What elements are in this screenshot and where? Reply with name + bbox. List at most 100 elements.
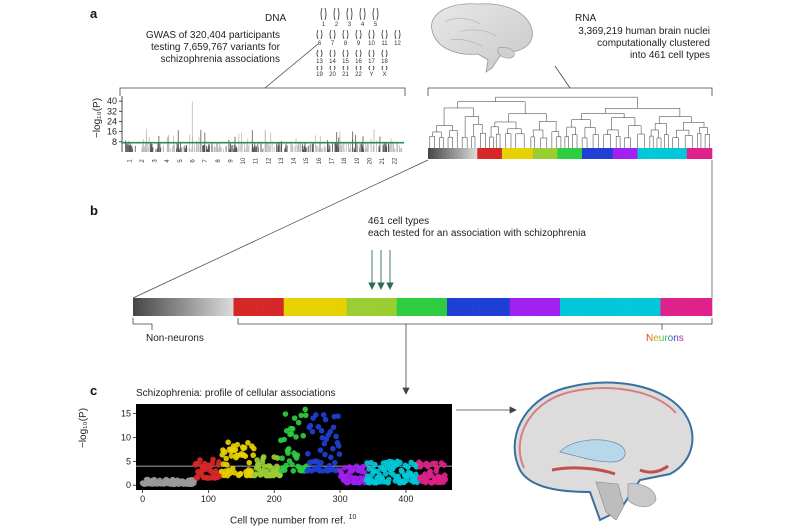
scatter-y-tick-label: 10 xyxy=(121,432,131,442)
dendrogram-branch xyxy=(571,119,591,128)
small-bar-cell xyxy=(598,148,599,159)
scatter-point xyxy=(335,443,342,449)
scatter-point xyxy=(222,449,228,455)
small-bar-cell xyxy=(466,148,468,159)
panel-c-xlabel-ref: 10 xyxy=(348,514,357,521)
small-bar-cell xyxy=(522,148,524,159)
large-bar-cell xyxy=(229,298,232,316)
large-bar-cell xyxy=(415,298,418,316)
large-bar-cell xyxy=(326,298,328,316)
large-bar-cell xyxy=(512,298,514,316)
large-bar-cell xyxy=(629,298,631,316)
large-bar-cell xyxy=(389,298,391,316)
large-bar-cell xyxy=(344,298,346,316)
chromosome-glyph xyxy=(355,65,362,71)
small-bar-cell xyxy=(549,148,551,159)
large-bar-cell xyxy=(134,298,136,316)
large-bar-cell xyxy=(141,298,144,316)
large-bar-cell xyxy=(330,298,332,316)
dna-description: GWAS of 320,404 participants testing 7,6… xyxy=(130,30,280,66)
large-bar-cell xyxy=(303,298,306,316)
large-bar-cell xyxy=(555,298,557,316)
manhattan-y-tick-label: 24 xyxy=(107,116,117,126)
dendrogram-branch xyxy=(429,136,435,142)
small-bar-cell xyxy=(610,148,612,159)
large-bar-cell xyxy=(282,298,285,316)
large-bar-cell xyxy=(369,298,371,316)
small-bar-cell xyxy=(651,148,653,159)
dendrogram-branch xyxy=(551,131,560,142)
small-bar-cell xyxy=(525,148,527,159)
large-bar-cell xyxy=(307,298,310,316)
small-bar-cell xyxy=(511,148,513,159)
large-bar-cell xyxy=(622,298,625,316)
small-bar-cell xyxy=(429,148,431,159)
scatter-point xyxy=(260,454,267,460)
small-bar-cell xyxy=(553,148,554,159)
small-bar-cell xyxy=(590,148,592,159)
small-bar-cell xyxy=(550,148,552,159)
small-bar-cell xyxy=(534,148,536,159)
large-bar-cell xyxy=(566,298,568,316)
small-bar-cell xyxy=(452,148,454,159)
panel-c-title: Schizophrenia: profile of cellular assoc… xyxy=(136,388,336,399)
large-bar-cell xyxy=(298,298,301,316)
large-bar-cell xyxy=(200,298,203,316)
small-bar-cell xyxy=(689,148,691,159)
small-bar-cell xyxy=(428,148,430,159)
dendrogram-branch xyxy=(564,136,569,142)
large-bar-cell xyxy=(170,298,173,316)
dendrogram-branch xyxy=(540,137,548,142)
small-bar-cell xyxy=(482,148,484,159)
large-bar-cell xyxy=(293,298,296,316)
scatter-point xyxy=(330,424,337,431)
large-bar-cell xyxy=(671,298,674,316)
small-bar-cell xyxy=(633,148,635,159)
dendrogram-branch xyxy=(650,129,659,138)
scatter-point xyxy=(277,472,283,478)
chromosome-label: 4 xyxy=(361,22,365,28)
small-bar-cell xyxy=(561,148,562,159)
large-bar-cell xyxy=(297,298,300,316)
small-bar-cell xyxy=(618,148,620,159)
large-bar-cell xyxy=(248,298,251,316)
small-bar-cell xyxy=(437,148,439,159)
chromosome-label: 3 xyxy=(348,22,352,28)
large-bar-cell xyxy=(450,298,453,316)
dendrogram-branch xyxy=(464,116,479,138)
large-bar-cell xyxy=(588,298,591,316)
large-bar-cell xyxy=(668,298,670,316)
dendrogram-branch xyxy=(607,129,619,137)
large-bar-cell xyxy=(133,298,135,316)
scatter-point xyxy=(251,445,257,452)
large-bar-cell xyxy=(570,298,572,316)
large-bar-cell xyxy=(703,298,705,316)
small-bar-cell xyxy=(591,148,593,159)
large-bar-cell xyxy=(327,298,330,316)
large-bar-cell xyxy=(537,298,539,316)
large-bar-cell xyxy=(259,298,262,316)
large-bar-cell xyxy=(223,298,225,316)
chromosome-glyph xyxy=(346,7,353,21)
large-bar-cell xyxy=(465,298,468,316)
small-bar-cell xyxy=(467,148,469,159)
large-bar-cell xyxy=(665,298,668,316)
manhattan-chromosome-label: 19 xyxy=(355,157,361,164)
small-bar-cell xyxy=(476,148,477,159)
small-bar-cell xyxy=(593,148,595,159)
small-bar-cell xyxy=(614,148,615,159)
large-bar-cell xyxy=(277,298,279,316)
chromosome-glyph xyxy=(368,29,375,40)
small-bar-cell xyxy=(614,148,616,159)
large-bar-cell xyxy=(446,298,449,316)
small-bar-cell xyxy=(652,148,654,159)
scatter-point xyxy=(228,453,235,459)
small-bar-cell xyxy=(448,148,450,159)
large-bar-cell xyxy=(188,298,190,316)
large-bar-cell xyxy=(619,298,621,316)
scatter-point xyxy=(281,436,287,443)
chromosome-glyph xyxy=(359,7,366,21)
large-bar-cell xyxy=(420,298,423,316)
large-bar-cell xyxy=(684,298,686,316)
